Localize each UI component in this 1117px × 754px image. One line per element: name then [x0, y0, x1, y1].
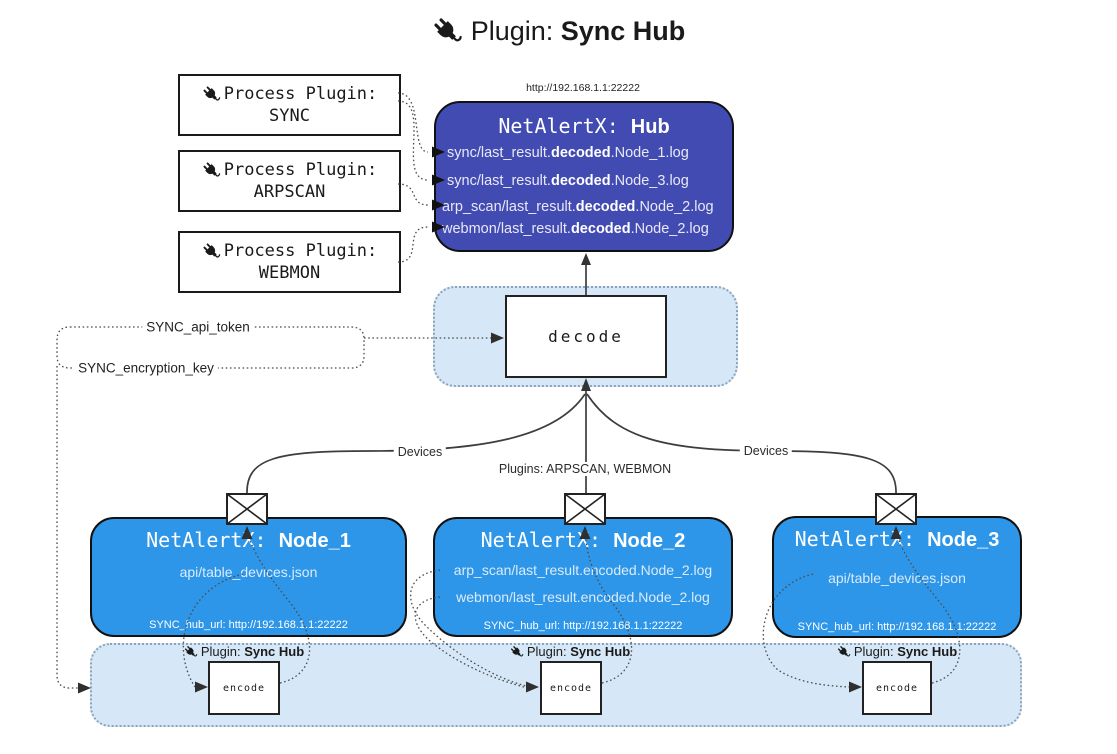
- band-plugin-label: Plugin: Sync Hub: [837, 644, 957, 659]
- hub-log-line: webmon/last_result.decoded.Node_2.log: [442, 221, 709, 237]
- diagram-title-text: Plugin: Sync Hub: [470, 16, 686, 46]
- plug-icon: [202, 242, 221, 261]
- diagram-title: Plugin: Sync Hub: [0, 16, 1117, 47]
- node-footer: SYNC_hub_url: http://192.168.1.1:22222: [797, 621, 997, 633]
- plug-icon: [837, 645, 851, 659]
- node-title: NetAlertX: Node_1: [146, 528, 351, 552]
- hub-log-line: sync/last_result.decoded.Node_3.log: [447, 173, 689, 189]
- node-line: arp_scan/last_result.encoded.Node_2.log: [453, 562, 713, 578]
- process-plugin-name: WEBMON: [258, 263, 321, 283]
- process-plugin-box-arpscan: Process Plugin: ARPSCAN: [178, 150, 401, 212]
- encode-box: encode: [208, 661, 280, 715]
- plug-icon: [202, 161, 221, 180]
- process-plugin-name: ARPSCAN: [253, 182, 326, 202]
- band-plugin-label: Plugin: Sync Hub: [184, 644, 304, 659]
- process-plugin-heading: Process Plugin:: [223, 84, 378, 104]
- node-box-node1: NetAlertX: Node_1 api/table_devices.json…: [90, 517, 407, 637]
- process-plugin-box-webmon: Process Plugin: WEBMON: [178, 231, 401, 293]
- encode-box: encode: [540, 661, 602, 715]
- node-title: NetAlertX: Node_3: [794, 527, 1000, 551]
- node-footer: SYNC_hub_url: http://192.168.1.1:22222: [149, 619, 348, 631]
- node-box-node3: NetAlertX: Node_3 api/table_devices.json…: [772, 516, 1022, 638]
- process-plugin-heading: Process Plugin:: [223, 160, 378, 180]
- node-title: NetAlertX: Node_2: [480, 528, 686, 552]
- decode-box: decode: [505, 295, 667, 378]
- hub-log-line: arp_scan/last_result.decoded.Node_2.log: [442, 199, 714, 215]
- encode-box: encode: [862, 661, 932, 715]
- process-plugin-name: SYNC: [269, 106, 310, 126]
- plug-icon: [432, 16, 463, 47]
- hub-url-label: http://192.168.1.1:22222: [526, 82, 640, 94]
- node-box-node2: NetAlertX: Node_2 arp_scan/last_result.e…: [433, 517, 733, 637]
- hub-node: NetAlertX: Hub sync/last_result.decoded.…: [434, 101, 734, 252]
- plug-icon: [510, 645, 524, 659]
- node-footer: SYNC_hub_url: http://192.168.1.1:22222: [483, 620, 683, 632]
- process-plugin-heading: Process Plugin:: [223, 241, 378, 261]
- node-line: api/table_devices.json: [828, 570, 966, 586]
- plug-icon: [202, 85, 221, 104]
- plug-icon: [184, 645, 198, 659]
- node-line: api/table_devices.json: [179, 564, 318, 580]
- band-plugin-label: Plugin: Sync Hub: [510, 644, 630, 659]
- process-plugin-box-sync: Process Plugin: SYNC: [178, 74, 401, 136]
- node-line: webmon/last_result.encoded.Node_2.log: [456, 589, 710, 605]
- hub-title: NetAlertX: Hub: [498, 114, 670, 138]
- hub-log-line: sync/last_result.decoded.Node_1.log: [447, 145, 689, 161]
